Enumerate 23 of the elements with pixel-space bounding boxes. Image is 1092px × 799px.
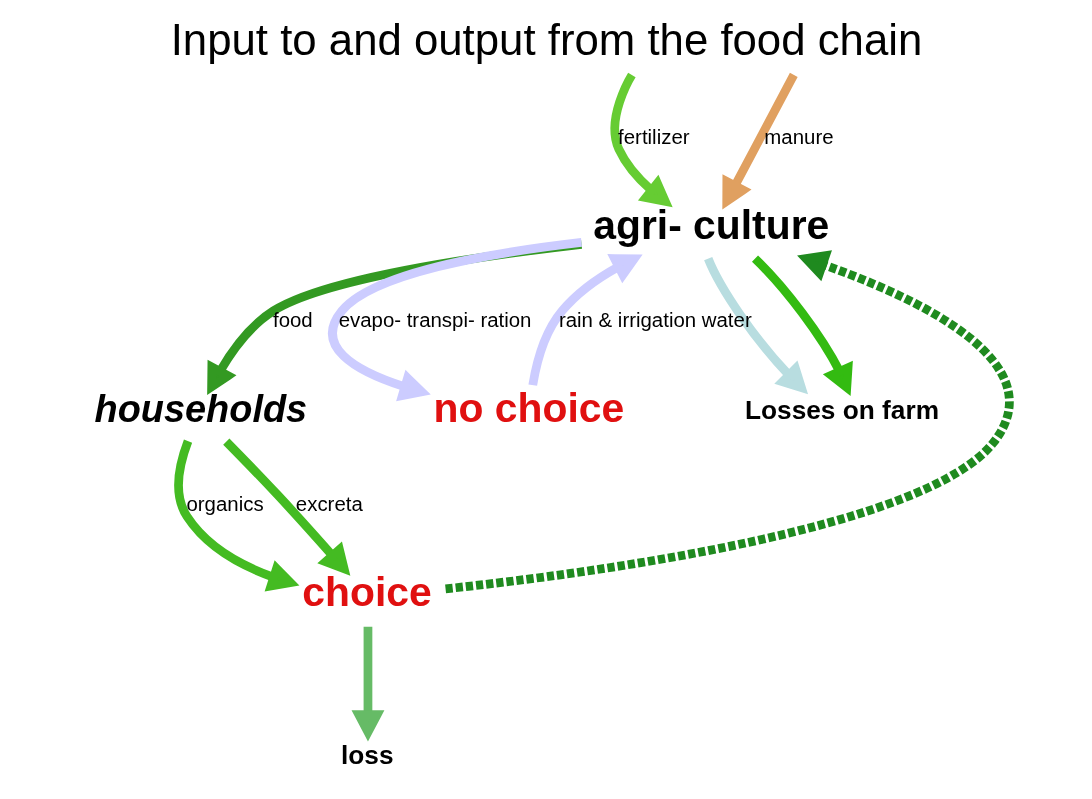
node-text: choice — [301, 569, 432, 616]
node-text: Losses on farm — [744, 394, 939, 425]
arrow — [327, 238, 582, 402]
arrow — [206, 240, 582, 396]
arrow — [173, 439, 299, 592]
node-text: households — [94, 387, 307, 430]
node-text: agri- culture — [592, 201, 829, 248]
arrow — [222, 438, 350, 576]
node-text: loss — [340, 739, 394, 770]
node-text: no choice — [433, 385, 624, 432]
arrow — [351, 626, 384, 742]
edge-label: excreta — [295, 493, 363, 516]
edge-label: organics — [185, 493, 264, 516]
edge-label: evapo- transpi- ration — [338, 309, 531, 332]
arrow — [703, 256, 808, 395]
diagram-title: Input to and output from the food chain — [170, 14, 922, 64]
arrow — [751, 255, 853, 397]
arrow — [721, 72, 798, 210]
edge-label: rain & irrigation water — [558, 309, 752, 332]
arrow — [527, 254, 643, 386]
arrow — [444, 250, 1014, 594]
edge-label: manure — [763, 125, 834, 148]
edge-label: food — [272, 309, 313, 332]
